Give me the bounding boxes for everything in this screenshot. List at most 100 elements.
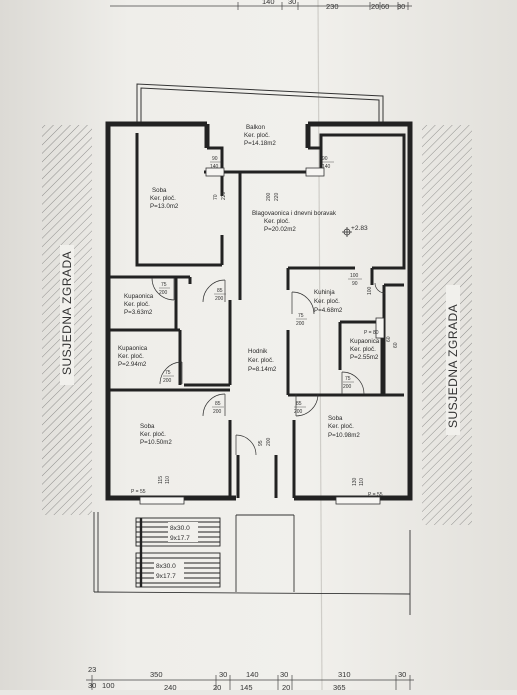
tag-kup3d-b: 200	[343, 384, 352, 390]
svg-text:P=4.68m2: P=4.68m2	[314, 307, 343, 314]
tag-s2w-b: 110	[165, 476, 171, 484]
tag-kup3v-b: 60	[393, 342, 399, 348]
tag-ent-a: 95	[258, 440, 264, 446]
room-label-kupaonica-3: Kupaonica Ker. ploč. P=2.55m2	[350, 338, 380, 361]
svg-text:Ker. ploč.: Ker. ploč.	[328, 423, 354, 430]
bottom-dim-r2-4: 20	[213, 683, 221, 690]
tag-kup2-a: 75	[165, 370, 171, 376]
svg-text:P=10.50m2: P=10.50m2	[140, 439, 172, 446]
tag-kup3d-a: 75	[345, 376, 351, 382]
tag-h1-a: 85	[217, 288, 223, 294]
svg-text:Soba: Soba	[328, 415, 343, 422]
svg-text:Soba: Soba	[140, 423, 155, 430]
tag-h2-b: 200	[213, 409, 222, 415]
tag-soba1-a: 70	[213, 194, 219, 200]
bottom-dim-r2-7: 365	[333, 683, 346, 690]
svg-text:Ker. ploč.: Ker. ploč.	[264, 218, 290, 225]
svg-text:P=8.14m2: P=8.14m2	[248, 366, 277, 373]
room-label-soba-3: Soba Ker. ploč. P=10.98m2	[328, 415, 360, 439]
opening-tags: 90 140 90 140 70 220 200 220 75 200 85 2…	[131, 156, 399, 498]
svg-text:Ker. ploč.: Ker. ploč.	[124, 301, 150, 308]
svg-text:P=13.0m2: P=13.0m2	[150, 203, 179, 210]
bottom-dim-r1-5: 30	[280, 670, 288, 679]
bottom-dim-r1-3: 30	[219, 670, 227, 679]
tag-kup3-p: P = 80	[364, 330, 379, 336]
bottom-dim-r1-7: 30	[398, 670, 406, 679]
tag-kup1-a: 75	[161, 282, 167, 288]
top-dim-4: 20	[371, 2, 379, 11]
tag-balk-r-b: 140	[322, 164, 331, 170]
svg-text:Hodnik: Hodnik	[248, 348, 268, 355]
svg-text:Ker. ploč.: Ker. ploč.	[314, 298, 340, 305]
tag-dnevni-a: 200	[266, 192, 272, 201]
room-label-balkon: Balkon Ker. ploč. P=14.18m2	[244, 124, 276, 147]
level-marker: +2.83	[342, 225, 368, 237]
svg-text:P=2.55m2: P=2.55m2	[350, 354, 379, 361]
svg-text:Ker. ploč.: Ker. ploč.	[244, 132, 270, 139]
left-neighbor-label-bg	[60, 245, 74, 385]
tag-dnevni-b: 220	[274, 192, 280, 201]
tag-kup2-b: 200	[163, 378, 172, 384]
svg-text:Balkon: Balkon	[246, 124, 265, 131]
room-label-soba-1: Soba Ker. ploč. P=13.0m2	[150, 187, 179, 210]
tag-kup1-b: 200	[159, 290, 168, 296]
entrance-area	[93, 512, 411, 615]
svg-text:P=10.98m2: P=10.98m2	[328, 432, 360, 439]
bottom-dim-r2-2: 100	[102, 681, 115, 690]
tag-balk-l-a: 90	[212, 156, 218, 162]
door-swings	[151, 277, 386, 456]
tag-kuhw-a: 100	[350, 273, 359, 279]
tag-kuh-a: 75	[298, 313, 304, 319]
tag-s2w-a: 115	[158, 476, 164, 484]
svg-text:Kupaonica: Kupaonica	[350, 338, 380, 345]
stair-label-bg-upper	[168, 522, 198, 542]
room-label-dnevni-boravak: Blagovaonica i dnevni boravak Ker. ploč.…	[252, 210, 337, 233]
svg-text:P=14.18m2: P=14.18m2	[244, 140, 276, 147]
svg-text:Kupaonica: Kupaonica	[118, 345, 148, 352]
bottom-dim-r2-3: 240	[164, 683, 177, 690]
bottom-dim-r1-1: 23	[88, 665, 96, 674]
top-dim-2: 30	[288, 0, 296, 6]
top-dim-6: 30	[397, 2, 405, 11]
bottom-dim-r2-6: 20	[282, 683, 290, 690]
room-label-soba-2: Soba Ker. ploč. P=10.50m2	[140, 423, 172, 446]
top-dimension-line: 140 30 230 20 60 30	[110, 0, 412, 11]
tag-s3w-b: 110	[359, 478, 365, 486]
stair-upper-a: 8x30.0	[170, 525, 190, 532]
svg-text:Ker. ploč.: Ker. ploč.	[350, 346, 376, 353]
svg-text:Ker. ploč.: Ker. ploč.	[118, 353, 144, 360]
tag-balk-r-a: 90	[322, 156, 328, 162]
left-neighbor-label: SUSJEDNA ZGRADA	[60, 251, 74, 375]
svg-text:Ker. ploč.: Ker. ploč.	[248, 357, 274, 364]
tag-h1-b: 200	[215, 296, 224, 302]
svg-text:P=2.94m2: P=2.94m2	[118, 361, 147, 368]
svg-text:Kuhinja: Kuhinja	[314, 289, 335, 296]
tag-kup3v-a: 60	[386, 336, 392, 342]
windows	[139, 167, 385, 505]
tag-balk-l-b: 140	[210, 164, 219, 170]
tag-soba1-b: 220	[221, 191, 227, 200]
room-label-kuhinja: Kuhinja Ker. ploč. P=4.68m2	[314, 289, 343, 314]
room-label-kupaonica-1: Kupaonica Ker. ploč. P=3.63m2	[124, 293, 154, 316]
bottom-dim-r2-1: 30	[88, 681, 96, 690]
room-label-kupaonica-2: Kupaonica Ker. ploč. P=2.94m2	[118, 345, 148, 368]
tag-s2p: P = 55	[131, 489, 146, 495]
bottom-dim-r2-5: 145	[240, 683, 253, 690]
bottom-dimension-lines	[86, 675, 414, 690]
tag-kuh-b: 200	[296, 321, 305, 327]
paper-fold	[317, 0, 323, 691]
room-label-hodnik: Hodnik Ker. ploč. P=8.14m2	[248, 348, 277, 373]
top-dim-3: 230	[326, 2, 339, 11]
top-dim-1: 140	[262, 0, 275, 6]
bottom-dim-r1-4: 140	[246, 670, 259, 679]
svg-text:Kupaonica: Kupaonica	[124, 293, 154, 300]
tag-h3-b: 200	[294, 409, 303, 415]
stair-lower-b: 9x17.7	[156, 573, 176, 580]
tag-h2-a: 85	[215, 401, 221, 407]
svg-text:P=3.63m2: P=3.63m2	[124, 309, 153, 316]
tag-kuhw-b: 90	[352, 281, 358, 287]
right-neighbor-label: SUSJEDNA ZGRADA	[446, 304, 460, 428]
bottom-dim-r1-2: 350	[150, 670, 163, 679]
